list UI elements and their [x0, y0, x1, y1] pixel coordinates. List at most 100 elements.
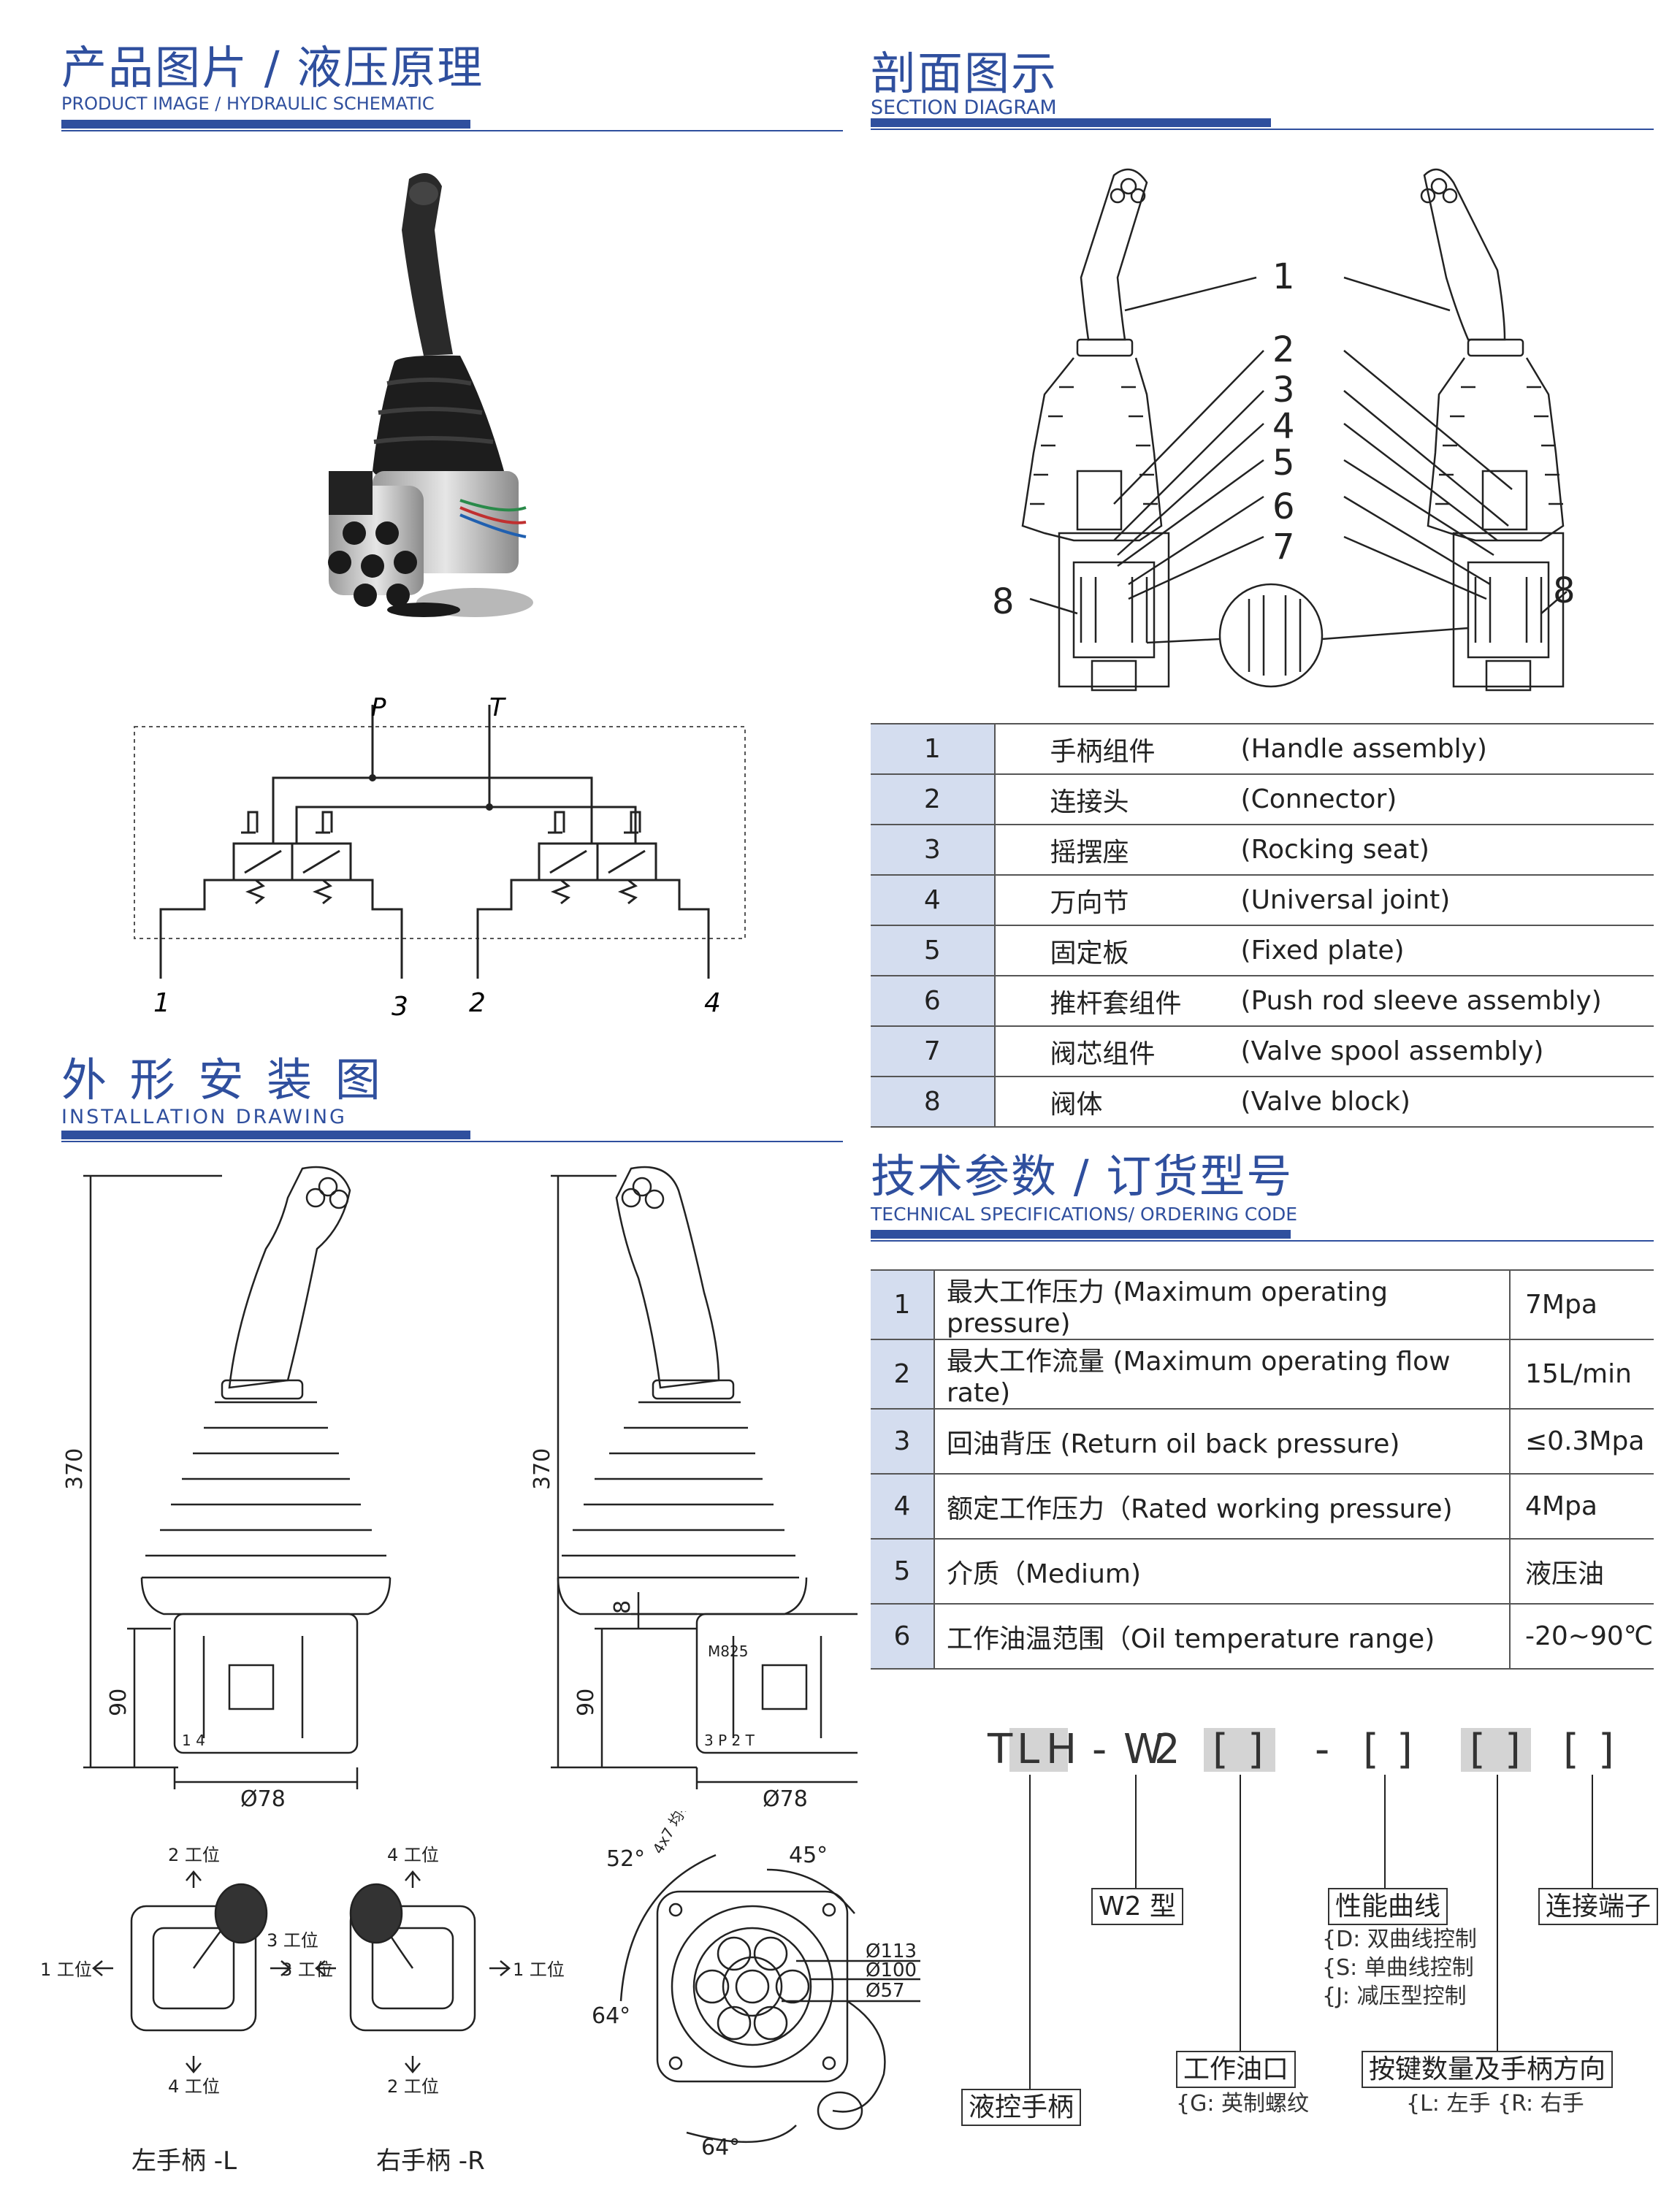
callout-4: 4 [1272, 406, 1295, 447]
callout-7: 7 [1272, 527, 1295, 567]
tech-section-subtitle: TECHNICAL SPECIFICATIONS/ ORDERING CODE [871, 1204, 1298, 1225]
dim-90-left: 90 [106, 1689, 131, 1716]
curve-option-j: {J: 减压型控制 [1322, 1984, 1467, 2009]
installation-front-views: 1 4 M825 3 P 2 T 370 90 Ø78 370 90 8 Ø78 [62, 1166, 858, 1811]
spec-description: 工作油温范围（Oil temperature range) [934, 1604, 1511, 1670]
parts-row: 3 摇摆座 (Rocking seat) [871, 825, 1654, 876]
port-1-label: 1 [153, 988, 170, 1018]
part-number: 8 [871, 1077, 996, 1128]
part-number: 2 [871, 774, 996, 825]
code-char: 2 [1154, 1726, 1180, 1773]
install-title-rule [61, 1141, 843, 1142]
part-number: 1 [871, 724, 996, 775]
part-name-en: (Connector) [1240, 774, 1654, 825]
angle-64-bottom: 64° [701, 2135, 740, 2160]
spec-row: 2 最大工作流量 (Maximum operating flow rate) 1… [871, 1339, 1654, 1410]
dim-8-right: 8 [610, 1600, 635, 1614]
spec-number: 3 [871, 1409, 935, 1475]
part-name-cn: 阀芯组件 [994, 1026, 1241, 1077]
port-2-label: 2 [469, 988, 486, 1018]
product-section-title: 产品图片 / 液压原理 [61, 41, 484, 94]
angle-64-left: 64° [592, 2003, 630, 2029]
install-title-bar [61, 1131, 470, 1139]
w2-type-label: W2 型 [1091, 1888, 1183, 1926]
parts-row: 5 固定板 (Fixed plate) [871, 925, 1654, 976]
code-char: [ [1213, 1726, 1229, 1773]
handle-position-diagrams: 2 工位 1 工位 3 工位 4 工位 4 工位 3 工位 1 工位 2 工位 … [40, 1845, 565, 2176]
code-char: T [988, 1726, 1013, 1773]
left-pos-left: 1 工位 [40, 1959, 92, 1980]
callout-3: 3 [1272, 370, 1295, 410]
curve-option-s: {S: 单曲线控制 [1322, 1955, 1474, 1981]
hydraulic-schematic: P T 1 3 2 4 [134, 693, 746, 1022]
callout-2: 2 [1272, 329, 1295, 370]
left-port-marks: 1 4 [182, 1732, 205, 1749]
left-pos-down: 4 工位 [168, 2076, 220, 2097]
terminal-label: 连接端子 [1538, 1888, 1659, 1926]
parts-row: 6 推杆套组件 (Push rod sleeve assembly) [871, 976, 1654, 1027]
ordering-code-leaders [1029, 1775, 1593, 2089]
spec-row: 6 工作油温范围（Oil temperature range) -20~90℃ [871, 1604, 1654, 1670]
spec-row: 5 介质（Medium) 液压油 [871, 1539, 1654, 1605]
spec-description: 额定工作压力（Rated working pressure) [934, 1474, 1511, 1540]
product-photo [328, 173, 533, 617]
spec-number: 4 [871, 1474, 935, 1540]
code-char: ] [1505, 1726, 1521, 1773]
port-4-label: 4 [704, 988, 721, 1018]
right-pos-down: 2 工位 [387, 2076, 439, 2097]
right-pos-right: 1 工位 [513, 1959, 565, 1980]
hydraulic-handle-label: 液控手柄 [961, 2089, 1082, 2127]
callout-6: 6 [1272, 486, 1295, 527]
right-pos-left: 3 工位 [267, 1930, 318, 1951]
parts-row: 1 手柄组件 (Handle assembly) [871, 724, 1654, 775]
tech-title-bar [871, 1230, 1291, 1239]
dia-113: Ø113 [866, 1940, 917, 1962]
flange-view: 52° 45° 64° 64° 4x7 均布 Ø113 Ø100 Ø57 [592, 1811, 920, 2160]
spec-number: 6 [871, 1604, 935, 1670]
port-p-label: P [371, 693, 386, 722]
spec-row: 3 回油背压 (Return oil back pressure) ≤0.3Mp… [871, 1409, 1654, 1475]
part-name-cn: 万向节 [994, 875, 1241, 926]
oil-port-label: 工作油口 [1176, 2051, 1297, 2089]
code-char: - [1092, 1726, 1107, 1773]
angle-52: 52° [606, 1846, 645, 1872]
product-title-bar [61, 120, 470, 129]
code-char: ] [1397, 1726, 1413, 1773]
port-t-label: T [489, 693, 506, 722]
section-diagram: 1 2 3 4 5 6 7 8 8 [992, 168, 1576, 692]
part-name-cn: 阀体 [994, 1077, 1241, 1128]
spec-value: 7Mpa [1510, 1270, 1654, 1340]
code-char: [ [1470, 1726, 1486, 1773]
left-pos-right: 3 工位 [281, 1959, 333, 1980]
tech-section-title: 技术参数 / 订货型号 [871, 1150, 1294, 1203]
evenly-note: 4x7 均布 [649, 1811, 695, 1857]
m825-label: M825 [708, 1643, 748, 1660]
section-diagram-subtitle: SECTION DIAGRAM [871, 96, 1057, 119]
callout-1: 1 [1272, 256, 1295, 297]
part-name-en: (Valve block) [1240, 1077, 1654, 1128]
part-name-cn: 固定板 [994, 925, 1241, 976]
spec-description: 最大工作压力 (Maximum operating pressure) [934, 1270, 1511, 1340]
part-name-en: (Handle assembly) [1240, 724, 1654, 775]
buttons-option: {L: 左手 {R: 右手 [1406, 2091, 1584, 2117]
port-3-label: 3 [392, 992, 408, 1022]
curve-label: 性能曲线 [1328, 1888, 1448, 1926]
spec-description: 回油背压 (Return oil back pressure) [934, 1409, 1511, 1475]
part-name-cn: 手柄组件 [994, 724, 1241, 775]
part-name-cn: 推杆套组件 [994, 976, 1241, 1027]
spec-description: 最大工作流量 (Maximum operating flow rate) [934, 1339, 1511, 1410]
code-char: [ [1363, 1726, 1379, 1773]
spec-number: 1 [871, 1270, 935, 1340]
spec-value: ≤0.3Mpa [1510, 1409, 1654, 1475]
code-char: L [1017, 1726, 1040, 1773]
spec-value: 4Mpa [1510, 1474, 1654, 1540]
part-number: 4 [871, 875, 996, 926]
dim-78-left: Ø78 [240, 1786, 286, 1811]
product-title-rule [61, 130, 843, 131]
code-char: H [1046, 1726, 1077, 1773]
part-name-en: (Universal joint) [1240, 875, 1654, 926]
code-highlight-curve [1204, 1728, 1275, 1772]
right-port-marks: 3 P 2 T [704, 1732, 755, 1749]
code-highlight-buttons [1461, 1728, 1531, 1772]
specs-table: 1 最大工作压力 (Maximum operating pressure) 7M… [871, 1269, 1654, 1670]
